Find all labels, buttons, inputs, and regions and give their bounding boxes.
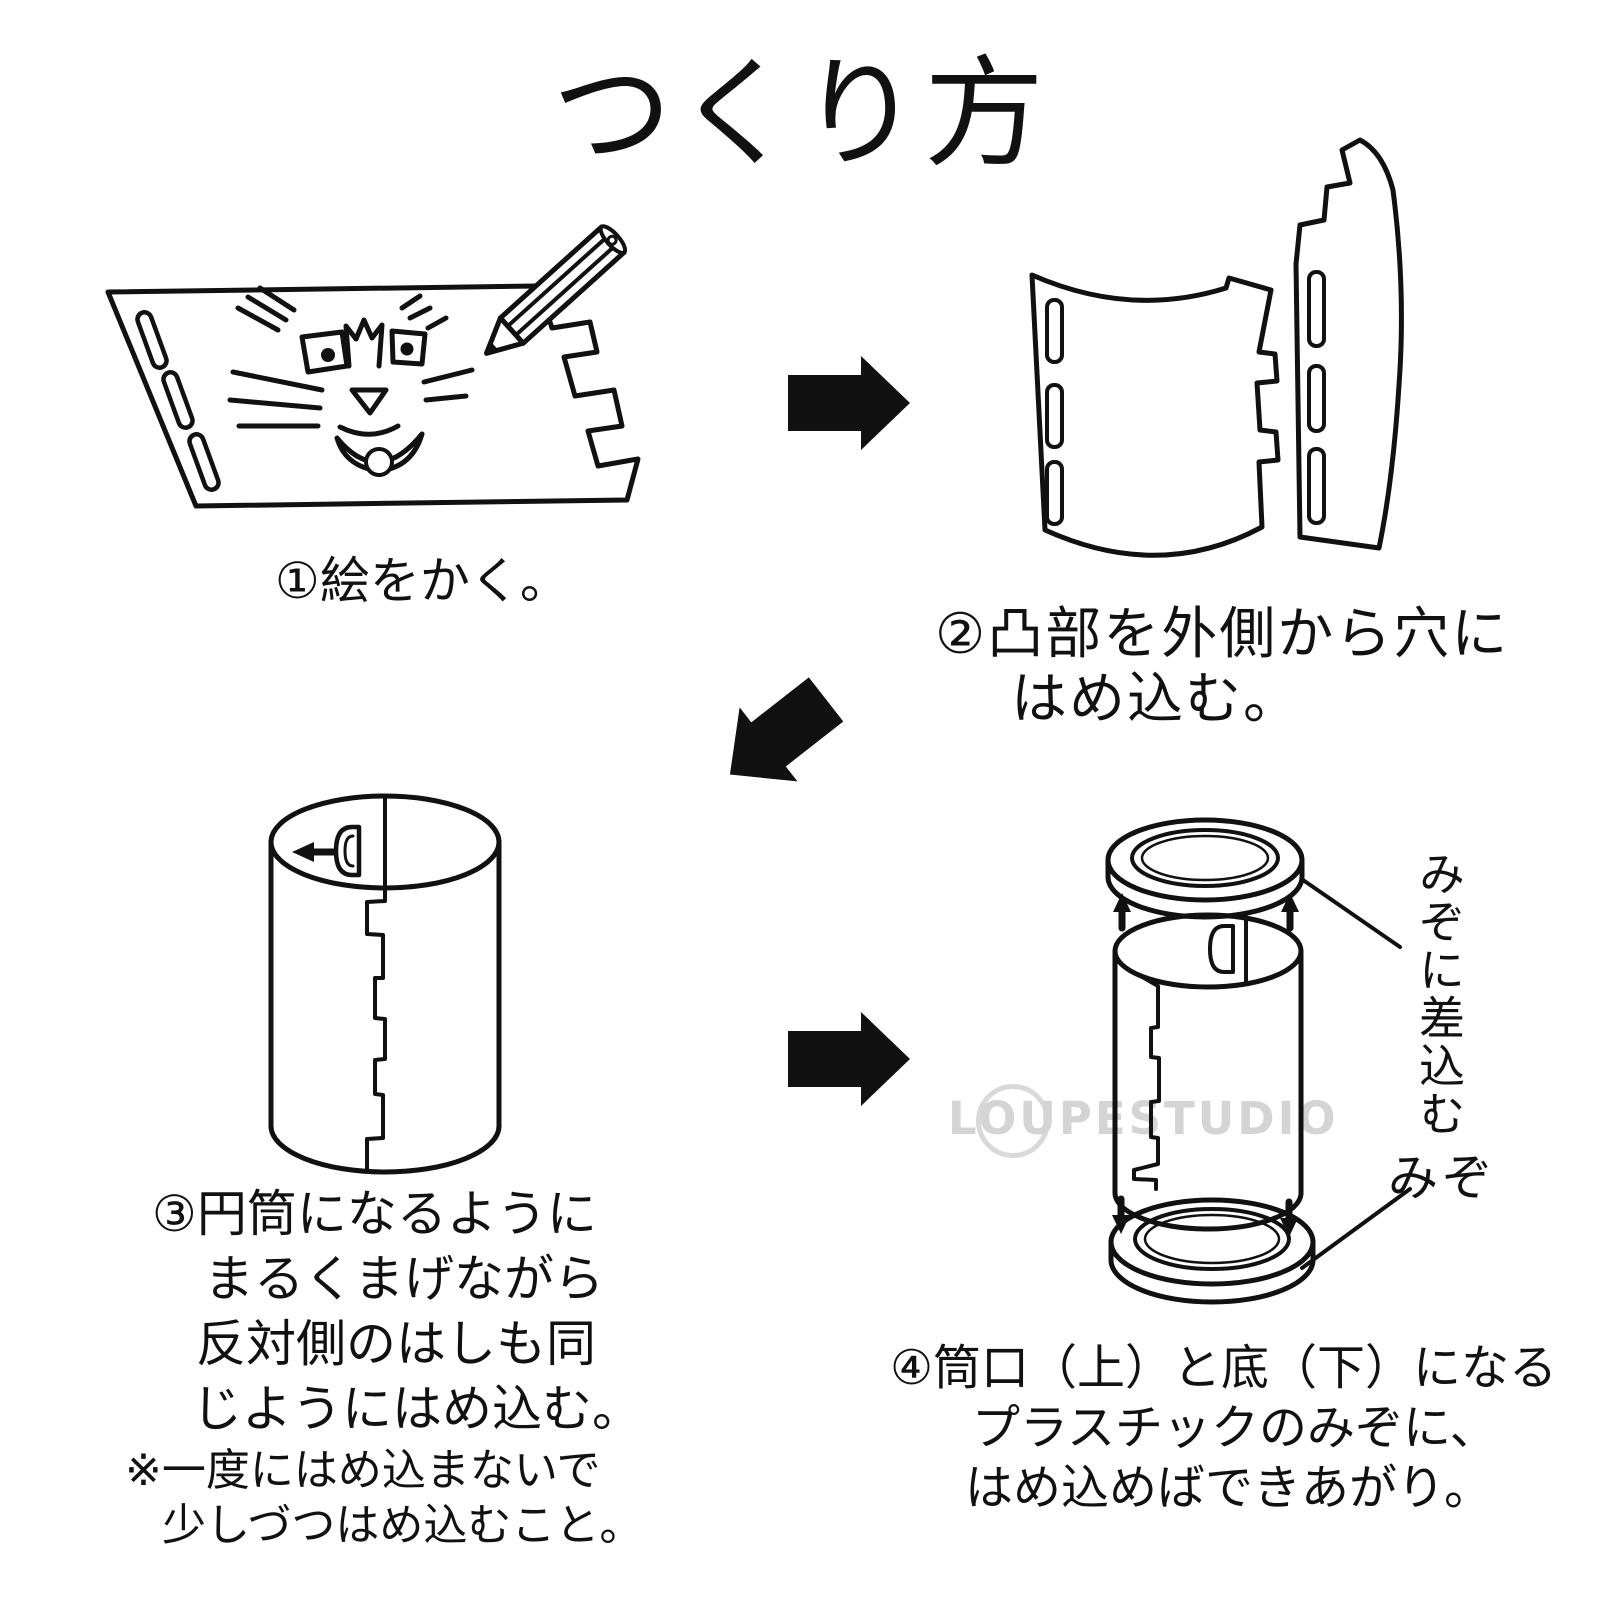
arrow-down-left-icon (729, 677, 844, 782)
watermark-text: LOUPESTUDIO (948, 1092, 1339, 1145)
step1-illustration (105, 224, 641, 509)
top-ring (1105, 817, 1305, 920)
tab-shape (333, 824, 362, 878)
sheet-slot-holes (135, 310, 221, 492)
small-arrow-left-icon (292, 842, 337, 862)
up-arrow-icon (1113, 893, 1299, 932)
step3-illustration (268, 793, 502, 1175)
groove-label: みぞ (1388, 1149, 1496, 1207)
arrow-right-icon (788, 356, 910, 450)
watermark-magnifier-circle (976, 1084, 1050, 1158)
leader-line-bottom (1300, 1187, 1412, 1270)
cylinder (268, 793, 502, 1175)
step3-note: ※一度にはめ込まないで 少しづつはめ込むこと。 (125, 1445, 644, 1551)
step2-caption: ②凸部を外側から穴に はめ込む。 (935, 602, 1510, 732)
zigzag-seam (1132, 972, 1161, 1191)
bottom-ring (1108, 1197, 1316, 1305)
step1-caption: ①絵をかく。 (275, 552, 570, 610)
step2-illustration (1029, 137, 1404, 558)
tab-shape (1208, 924, 1235, 974)
curved-sheet-left (1029, 272, 1281, 558)
pencil-icon (484, 224, 628, 356)
cat-face-drawing (227, 285, 475, 477)
step3-caption: ③円筒になるように まるくまげながら 反対側のはしも同 じようにはめ込む。 (152, 1185, 642, 1438)
leader-line-top (1301, 878, 1402, 949)
arrow-right-icon (788, 1012, 910, 1106)
step4-caption: ④筒口（上）と底（下）になる プラスチックのみぞに、 はめ込めばできあがり。 (890, 1340, 1558, 1516)
page-title: つくり方 (552, 45, 1048, 184)
curved-strip-right (1293, 137, 1404, 551)
cylinder (1112, 912, 1304, 1232)
zigzag-seam (365, 886, 387, 1173)
step4-illustration (1105, 817, 1412, 1305)
groove-insert-label: みぞに差込む (1412, 850, 1466, 1138)
